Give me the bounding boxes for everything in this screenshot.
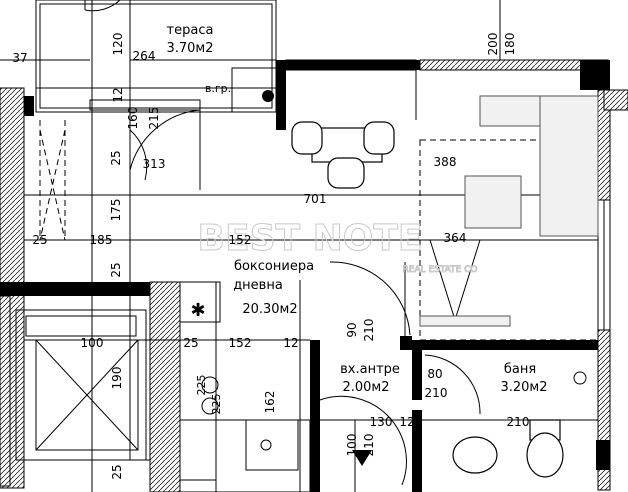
- chair-icon: [363, 121, 395, 155]
- dim-210a: 210: [362, 319, 376, 342]
- dim-12c: 12: [399, 415, 414, 429]
- dim-25a: 25: [109, 150, 123, 165]
- shower-icon: [573, 371, 587, 385]
- dim-152a: 152: [229, 233, 252, 247]
- dim-313: 313: [143, 157, 166, 171]
- dim-120: 120: [111, 33, 125, 56]
- sink-icon: [260, 439, 272, 451]
- dim-25b: 25: [32, 233, 47, 247]
- coffee-table-icon: [464, 175, 522, 229]
- dim-162: 162: [263, 391, 277, 414]
- dim-701: 701: [304, 192, 327, 206]
- dim-37: 37: [12, 51, 27, 65]
- entrance-name: вх.антре: [340, 362, 400, 377]
- dining-set: [291, 121, 395, 189]
- chair-icon: [327, 157, 365, 189]
- dim-130: 130: [370, 415, 393, 429]
- kitchen: ✱: [179, 281, 299, 492]
- dim-25e: 25: [110, 464, 124, 479]
- dim-152b: 152: [229, 336, 252, 350]
- watermark-sub: REAL ESTATE CO: [402, 265, 477, 275]
- dim-25d: 25: [183, 336, 198, 350]
- watermark-main: BEST NOTE: [198, 218, 423, 259]
- drain-icon: [262, 90, 274, 102]
- dim-264: 264: [133, 49, 156, 63]
- terrace-area: 3.70м2: [166, 41, 213, 56]
- dim-225a: 225: [195, 375, 208, 396]
- dashed-zones: [39, 120, 599, 341]
- entrance-arrow-icon: [352, 450, 372, 466]
- dim-388: 388: [434, 155, 457, 169]
- dim-12b: 12: [283, 336, 298, 350]
- terrace-zone: [35, 0, 279, 113]
- dim-210b: 210: [425, 386, 448, 400]
- dim-364: 364: [444, 231, 467, 245]
- dim-180: 180: [503, 33, 517, 56]
- living-area: 20.30м2: [242, 302, 297, 317]
- dim-25c: 25: [109, 262, 123, 277]
- bathroom-name: баня: [504, 362, 536, 377]
- entrance-door: [319, 239, 511, 486]
- dim-160: 160: [126, 107, 140, 130]
- watermark: BEST NOTE REAL ESTATE CO: [197, 218, 478, 276]
- toilet-icon: [526, 432, 564, 478]
- living-name-line2: дневна: [233, 278, 283, 293]
- dim-210c: 210: [507, 415, 530, 429]
- dim-225b: 225: [210, 394, 223, 415]
- bathroom-fixtures: [452, 371, 587, 478]
- room-labels: тераса 3.70м2 в.гр. боксониера дневна 20…: [166, 23, 547, 395]
- sofa: [464, 95, 599, 237]
- dim-175: 175: [109, 199, 123, 222]
- dim-185: 185: [90, 233, 113, 247]
- dim-215: 215: [147, 107, 161, 130]
- dim-200: 200: [486, 33, 500, 56]
- terrace-door: [84, 0, 121, 12]
- vgr-label: в.гр.: [205, 82, 231, 95]
- dim-90: 90: [345, 322, 359, 337]
- dim-210d: 210: [362, 434, 376, 457]
- entrance-area: 2.00м2: [342, 380, 389, 395]
- living-door: [129, 109, 201, 190]
- elevator-shaft: [15, 309, 147, 461]
- dim-100a: 100: [81, 336, 104, 350]
- dim-80: 80: [427, 367, 442, 381]
- dimension-labels: 37 120 264 200 180 12 160 215 25 313 388…: [12, 33, 529, 480]
- asterisk-icon: ✱: [190, 300, 205, 321]
- bathroom-area: 3.20м2: [500, 380, 547, 395]
- dim-12a: 12: [111, 87, 125, 102]
- living-name-line1: боксониера: [234, 259, 314, 274]
- washbasin-icon: [452, 436, 498, 474]
- dim-100b: 100: [345, 434, 359, 457]
- terrace-name: тераса: [167, 23, 214, 38]
- bathroom-door: [424, 354, 481, 415]
- chair-icon: [291, 121, 323, 155]
- dim-190: 190: [110, 367, 124, 390]
